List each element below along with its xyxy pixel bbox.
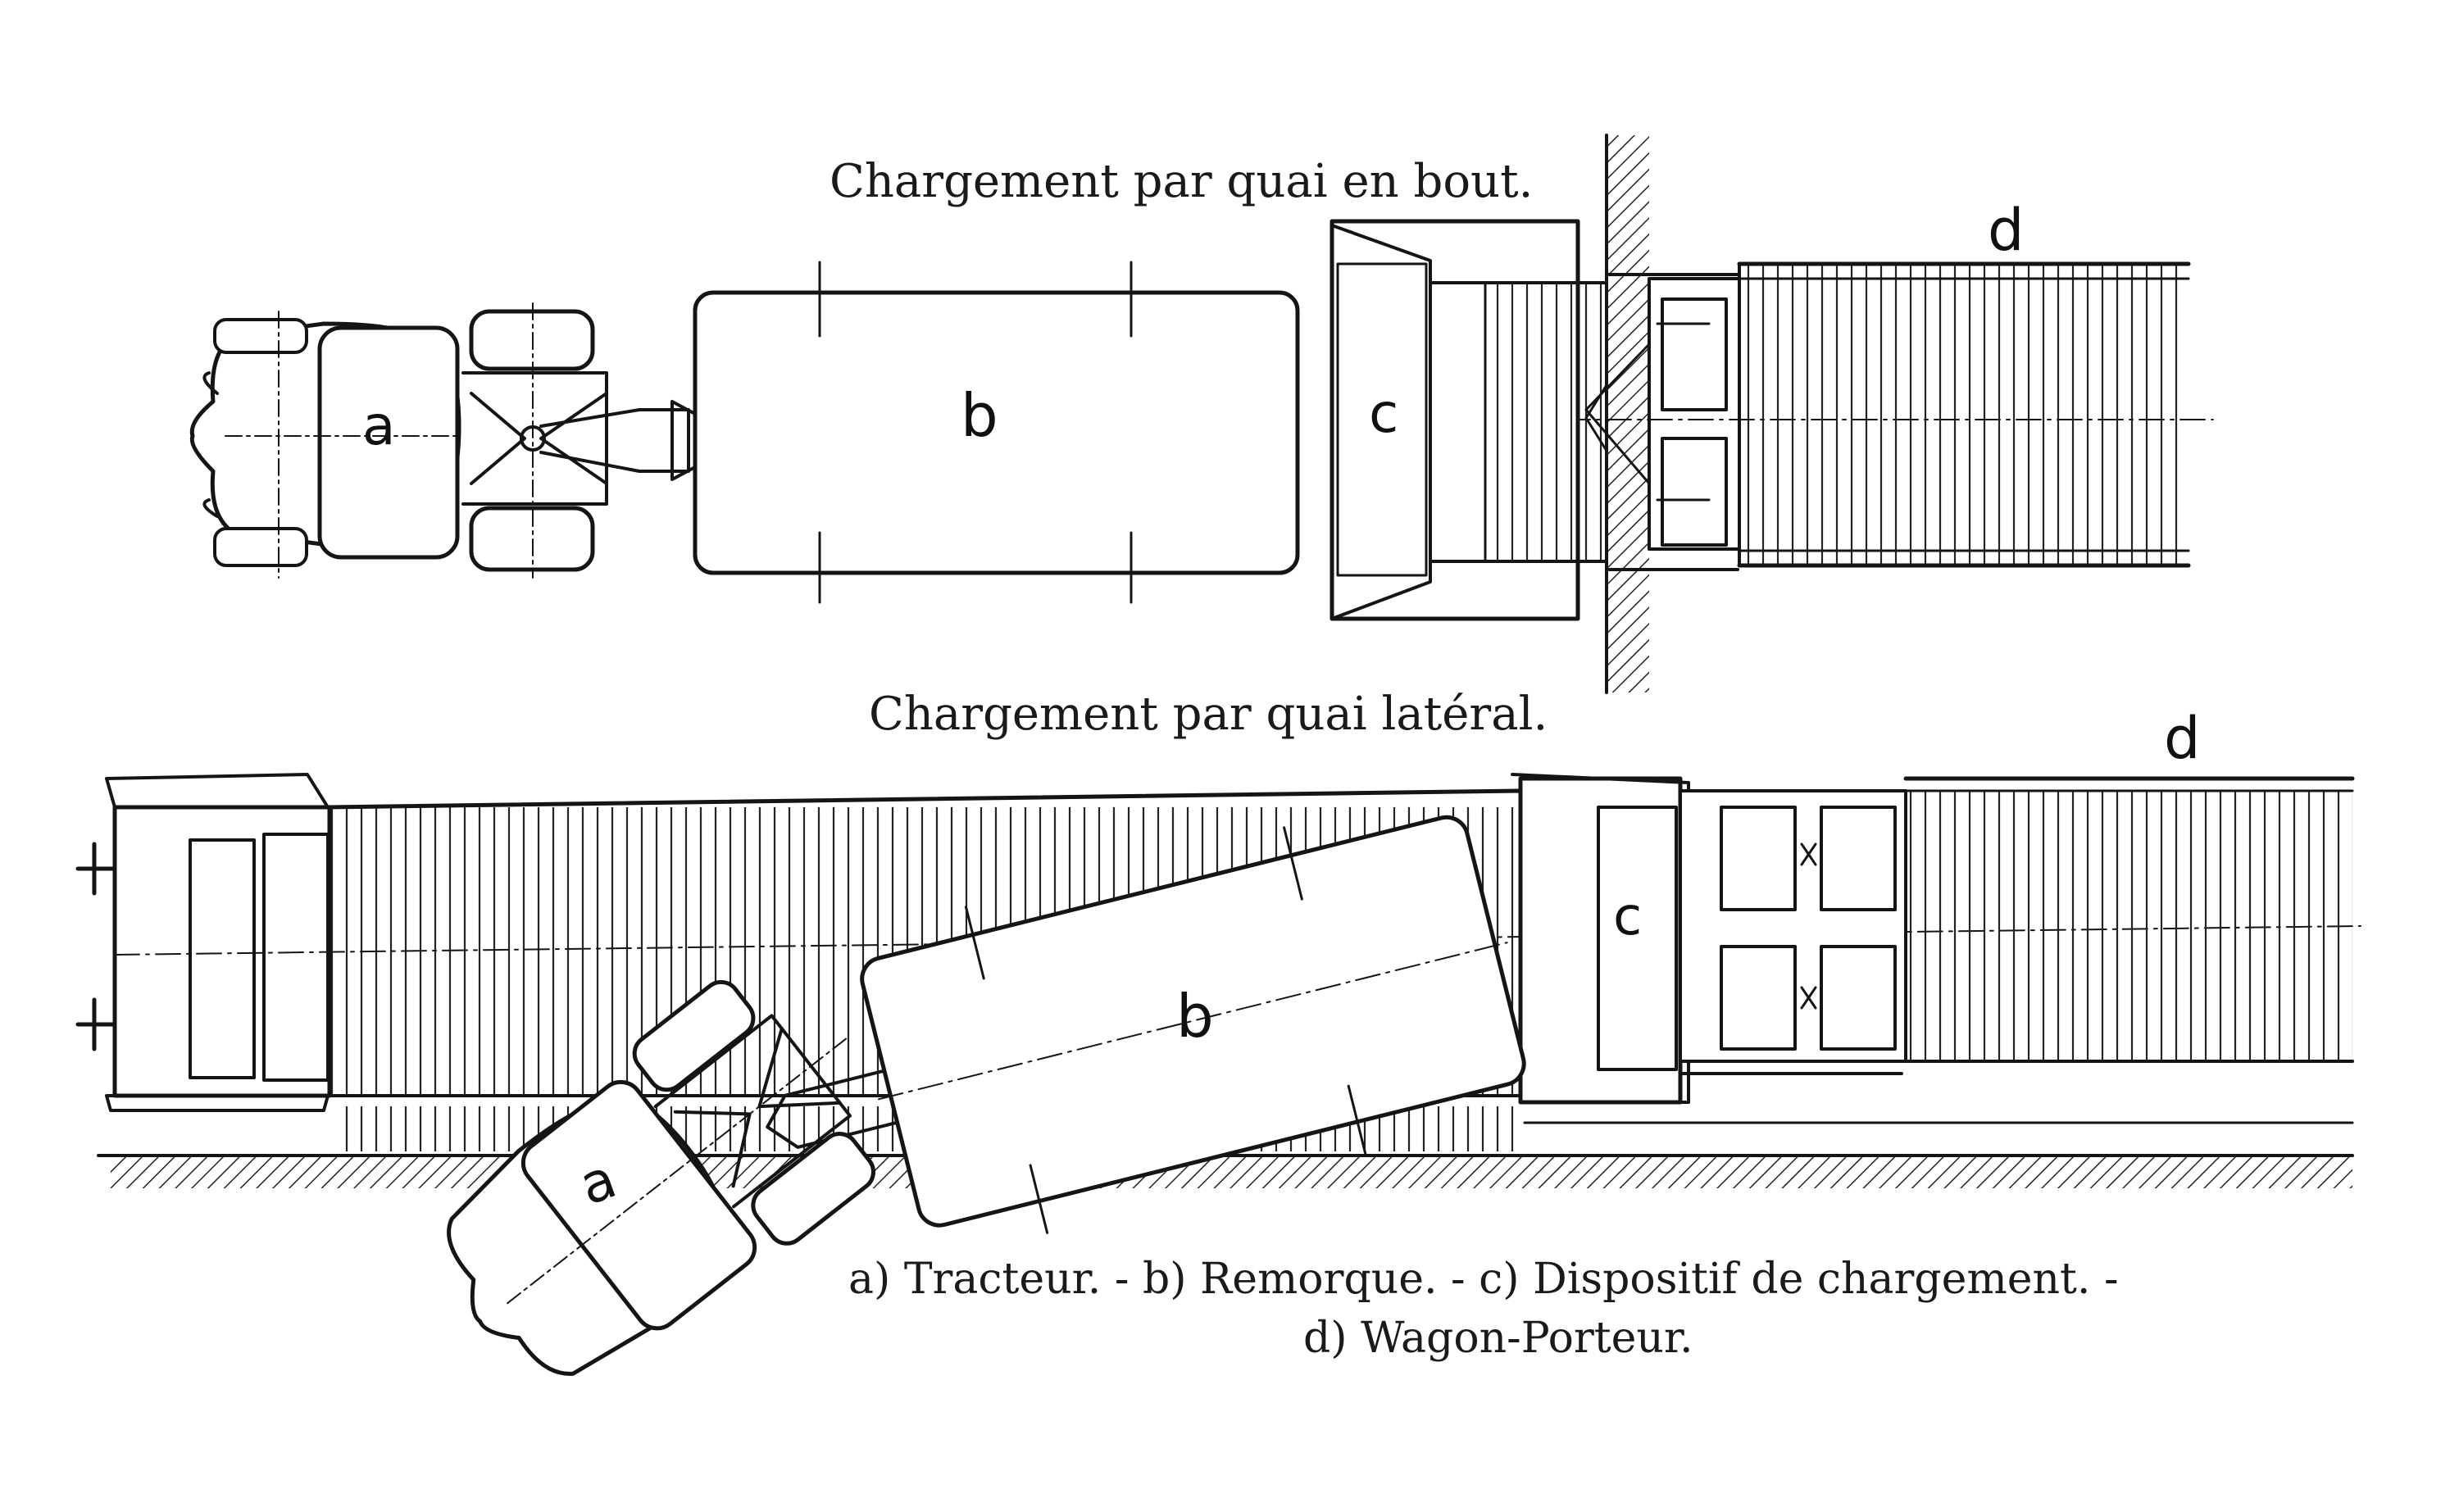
top-loading-device-c [1329, 219, 1739, 621]
top-end-dock-scene [189, 134, 2214, 694]
bottom-loading-device-c [1511, 773, 1903, 1105]
top-label-c: c [1369, 382, 1398, 445]
bottom-label-b: b [1176, 982, 1214, 1051]
top-label-b: b [961, 381, 998, 450]
bottom-side-dock-scene [75, 773, 2361, 1376]
legend-line-2: d) Wagon-Porteur. [1303, 1314, 1693, 1363]
top-dock-wall [1607, 135, 1649, 692]
bottom-wagon-d [1679, 776, 2355, 1063]
top-label-a: a [362, 394, 395, 457]
top-wagon-d [1442, 261, 2214, 568]
bottom-label-d: d [2164, 705, 2200, 772]
top-trailer-b [670, 261, 1300, 604]
top-title: Chargement par quai en bout. [830, 155, 1533, 208]
bottom-tractor-a [447, 979, 875, 1376]
bottom-title: Chargement par quai latéral. [869, 688, 1548, 741]
legend-line-1: a) Tracteur. - b) Remorque. - c) Disposi… [848, 1255, 2119, 1304]
top-tractor-a [189, 302, 690, 579]
top-label-d: d [1988, 197, 2024, 264]
bottom-ground-hatch [111, 1156, 2352, 1188]
bottom-label-c: c [1613, 887, 1642, 947]
